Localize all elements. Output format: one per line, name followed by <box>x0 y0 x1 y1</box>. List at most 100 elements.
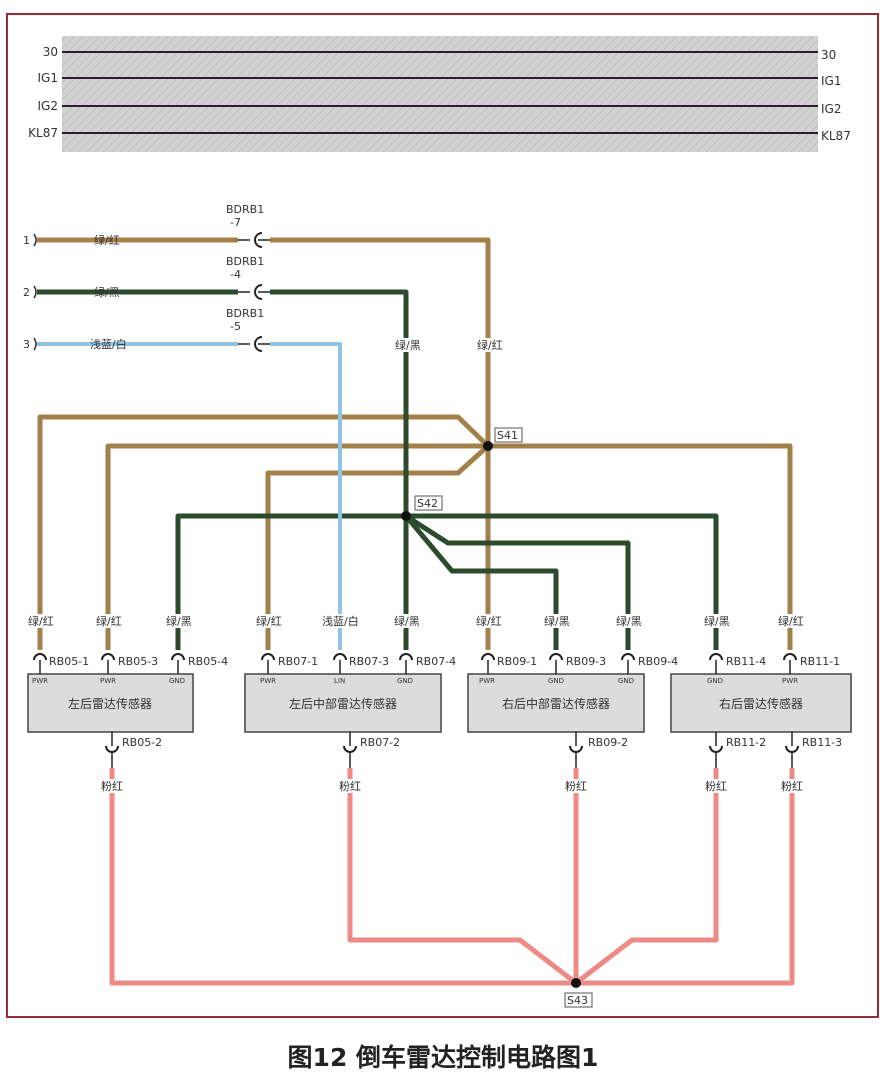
pin-id-label: RB05-2 <box>122 736 162 749</box>
sensor-name: 左后雷达传感器 <box>68 696 152 711</box>
pin-id-label: RB07-2 <box>360 736 400 749</box>
power-rail-band <box>62 36 818 152</box>
wire-break-icon <box>33 285 37 299</box>
power-rails: 30 IG1 IG2 KL87 30 IG1 IG2 KL87 <box>28 45 851 143</box>
connector-icon <box>254 336 263 352</box>
sensor-left-rear-middle: 左后中部雷达传感器 绿/红 RB07-1 PWR 浅蓝/白 RB07-3 LIN… <box>244 614 456 793</box>
rail-ig1-left-label: IG1 <box>38 71 58 85</box>
pin-wire-label: 绿/黑 <box>616 614 642 628</box>
pin-id-label: RB07-4 <box>416 655 456 668</box>
input-2-wire-label: 绿/黑 <box>94 285 120 299</box>
pin-id-label: RB09-2 <box>588 736 628 749</box>
pin-type-label: PWR <box>782 677 798 685</box>
splice-s43-dot <box>571 978 581 988</box>
pin-id-label: RB11-1 <box>800 655 840 668</box>
pin-id-label: RB11-4 <box>726 655 766 668</box>
pin-connector-icon <box>481 653 495 661</box>
pin-wire-label: 粉红 <box>101 780 123 793</box>
pin-connector-icon <box>399 653 413 661</box>
input-3-pin-label: -5 <box>230 320 241 333</box>
pin-type-label: PWR <box>260 677 276 685</box>
rail-ig1-right-label: IG1 <box>821 74 841 88</box>
pin-type-label: PWR <box>479 677 495 685</box>
pin-id-label: RB05-4 <box>188 655 228 668</box>
pin-type-label: LIN <box>334 677 345 685</box>
pin-wire-label: 粉红 <box>705 780 727 793</box>
pin-type-label: GND <box>707 677 723 685</box>
pin-id-label: RB09-1 <box>497 655 537 668</box>
splice-s43-label: S43 <box>567 994 588 1007</box>
input-row-1: 1 绿/红 BDRB1 -7 <box>23 203 270 248</box>
pin-connector-icon <box>101 653 115 661</box>
pin-connector-icon <box>569 745 583 753</box>
pin-type-label: GND <box>169 677 185 685</box>
input-3-connector-label: BDRB1 <box>226 307 264 320</box>
connector-icon <box>254 232 263 248</box>
input-1-wire-label: 绿/红 <box>94 233 120 247</box>
pin-wire-label: 浅蓝/白 <box>322 614 359 628</box>
input-2-pin-label: -4 <box>230 268 241 281</box>
sensor-name: 右后雷达传感器 <box>719 696 803 711</box>
rail-30-left-label: 30 <box>43 45 58 59</box>
wire-break-icon <box>33 337 37 351</box>
pin-id-label: RB07-1 <box>278 655 318 668</box>
splice-s41-label: S41 <box>497 429 518 442</box>
rail-kl87-left-label: KL87 <box>28 126 58 140</box>
pin-id-label: RB05-3 <box>118 655 158 668</box>
pin-wire-label: 绿/红 <box>28 614 54 628</box>
connector-icon <box>254 284 263 300</box>
splice-s43-box <box>564 992 593 1008</box>
pin-id-label: RB05-1 <box>49 655 89 668</box>
sensor-name: 左后中部雷达传感器 <box>289 696 397 711</box>
pin-connector-icon <box>621 653 635 661</box>
pin-id-label: RB09-4 <box>638 655 678 668</box>
sensor-name: 右后中部雷达传感器 <box>502 696 610 711</box>
pin-wire-label: 绿/红 <box>778 614 804 628</box>
splice-s42-dot <box>401 511 411 521</box>
wire-break-icon <box>33 233 37 247</box>
pin-id-label: RB11-2 <box>726 736 766 749</box>
pin-wire-label: 绿/黑 <box>544 614 570 628</box>
pin-wire-label: 绿/黑 <box>166 614 192 628</box>
diagram-frame <box>6 13 879 1018</box>
pin-id-label: RB09-3 <box>566 655 606 668</box>
splice-s42-box <box>414 495 443 511</box>
lin-wire <box>37 342 342 650</box>
pin-wire-label: 绿/黑 <box>704 614 730 628</box>
trunk-green-red-label: 绿/红 <box>477 338 503 352</box>
pin-connector-icon <box>261 653 275 661</box>
sensor-left-rear: 左后雷达传感器 绿/红 RB05-1 PWR 绿/红 RB05-3 PWR 绿/… <box>27 614 228 793</box>
input-row-2: 2 绿/黑 BDRB1 -4 <box>23 255 270 300</box>
pin-wire-label: 绿/黑 <box>394 614 420 628</box>
green-red-harness <box>37 237 793 650</box>
pin-connector-icon <box>709 653 723 661</box>
pin-id-label: RB07-3 <box>349 655 389 668</box>
pin-connector-icon <box>709 745 723 753</box>
rail-30-right-label: 30 <box>821 48 836 62</box>
pin-type-label: PWR <box>100 677 116 685</box>
pin-wire-label: 绿/红 <box>96 614 122 628</box>
pin-type-label: GND <box>618 677 634 685</box>
pin-type-label: GND <box>548 677 564 685</box>
pin-type-label: PWR <box>32 677 48 685</box>
input-1-number: 1 <box>23 234 30 247</box>
input-1-pin-label: -7 <box>230 216 241 229</box>
pin-connector-icon <box>33 653 47 661</box>
figure-caption: 图12 倒车雷达控制电路图1 <box>287 1043 599 1072</box>
pin-wire-label: 粉红 <box>781 780 803 793</box>
input-2-connector-label: BDRB1 <box>226 255 264 268</box>
rail-ig2-left-label: IG2 <box>38 99 58 113</box>
pin-connector-icon <box>171 653 185 661</box>
pin-connector-icon <box>549 653 563 661</box>
pin-wire-label: 绿/红 <box>476 614 502 628</box>
pin-type-label: GND <box>397 677 413 685</box>
input-3-wire-label: 浅蓝/白 <box>90 337 127 351</box>
trunk-green-black-label: 绿/黑 <box>395 338 421 352</box>
pin-connector-icon <box>343 745 357 753</box>
splice-s41-dot <box>483 441 493 451</box>
sensor-right-rear-middle: 右后中部雷达传感器 绿/红 RB09-1 PWR 绿/黑 RB09-3 GND … <box>467 614 678 793</box>
input-3-number: 3 <box>23 338 30 351</box>
pin-connector-icon <box>333 653 347 661</box>
input-1-connector-label: BDRB1 <box>226 203 264 216</box>
